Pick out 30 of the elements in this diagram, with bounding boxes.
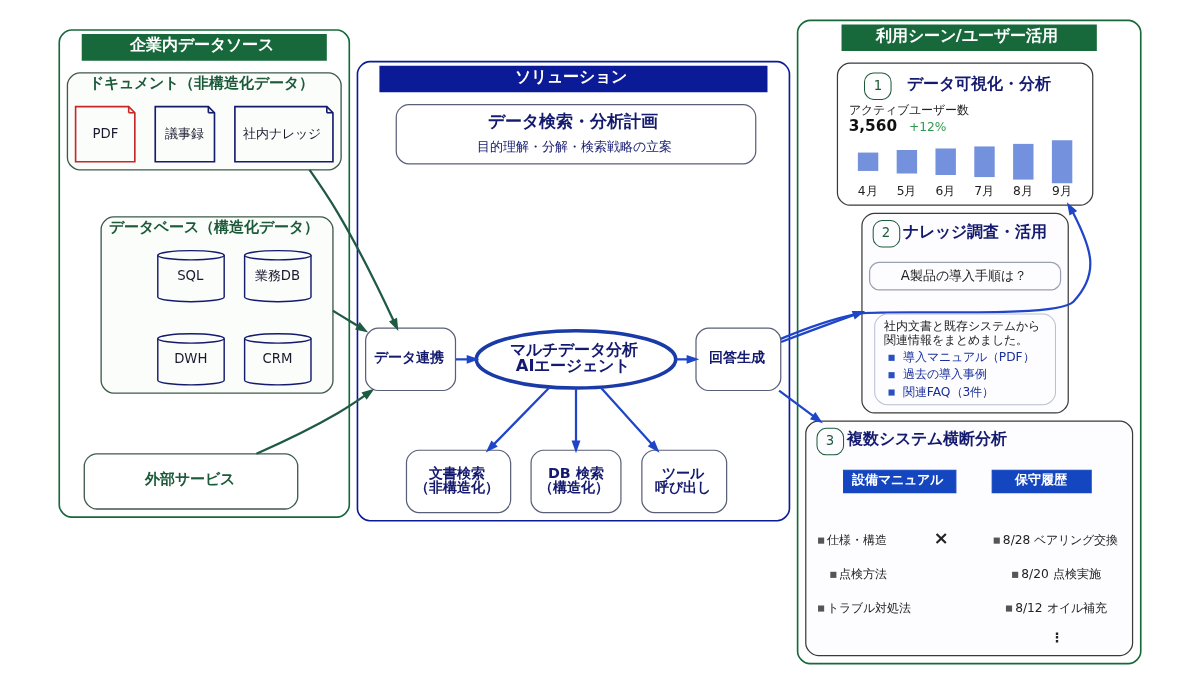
node-box: 外部サービス	[83, 453, 299, 510]
arrow	[308, 169, 399, 332]
label: 仕様・構造	[827, 532, 888, 547]
arrow	[780, 310, 866, 344]
node-box: 保守履歴	[991, 469, 1092, 494]
node-box: 設備マニュアル	[843, 469, 957, 494]
node-box: 文書検索（非構造化）	[405, 449, 512, 514]
node-box: DB 検索（構造化）	[530, 449, 622, 514]
arrow	[780, 202, 1092, 340]
node-box: データ連携	[365, 327, 457, 392]
node-box: 社内文書と既存システムから関連情報をまとめました。 導入マニュアル（PDF） 過去の導入事例 関連FAQ（3件）	[874, 313, 1056, 406]
node-box: A製品の導入手順は？	[869, 261, 1062, 291]
node-ellipse: マルチデータ分析AIエージェント	[474, 328, 678, 390]
label: 8/28 ベアリング交換	[1002, 532, 1119, 547]
label: ⋮	[1050, 629, 1064, 645]
label: 点検方法	[839, 567, 888, 582]
label: ×	[933, 526, 949, 548]
node-box: データ検索・分析計画 目的理解・分解・検索戦略の立案	[395, 103, 757, 165]
arrow	[599, 386, 660, 453]
arrow	[256, 388, 375, 455]
arrow	[332, 309, 369, 333]
node-box: ツール呼び出し	[641, 449, 728, 514]
label: 8/20 点検実施	[1021, 567, 1101, 582]
label: 8/12 オイル補充	[1015, 600, 1107, 615]
label: トラブル対処法	[827, 600, 912, 615]
node-box: 回答生成	[695, 327, 782, 392]
node-box: 1 データ可視化・分析 アクティブユーザー数 3,560 +12% 4月 5月 6月 7月 8月 9月	[836, 62, 1094, 206]
arrow	[778, 389, 823, 424]
arrow	[485, 386, 551, 453]
arrow	[571, 388, 581, 454]
